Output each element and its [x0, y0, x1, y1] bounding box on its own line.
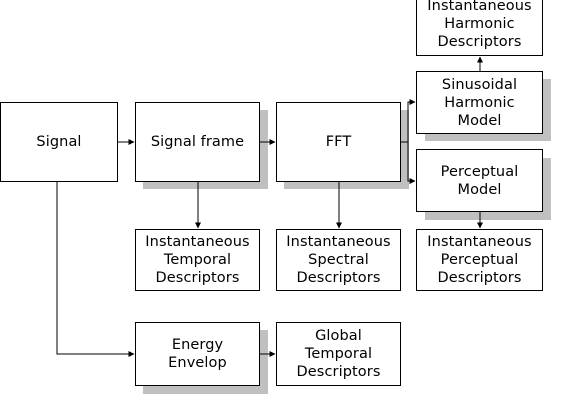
node-label-line: Instantaneous — [145, 234, 250, 250]
instantaneous-perceptual-descriptors-node: Instantaneous Perceptual Descriptors — [416, 229, 543, 291]
node-label-line: Global — [315, 328, 362, 344]
node-label-line: Descriptors — [437, 34, 522, 50]
instantaneous-harmonic-descriptors-node: Instantaneous Harmonic Descriptors — [416, 0, 543, 56]
node-label-line: Descriptors — [155, 270, 240, 286]
node-label-line: Model — [457, 181, 502, 198]
node-label-line: Temporal — [163, 252, 232, 268]
node-label-line: Perceptual — [440, 163, 519, 180]
connector-fft-to-sinusoidal-model — [401, 99, 416, 143]
node-label-line: Perceptual — [440, 252, 519, 268]
node-label-line: Descriptors — [296, 270, 381, 286]
instantaneous-temporal-descriptors-node: Instantaneous Temporal Descriptors — [135, 229, 260, 291]
node-label-line: Temporal — [304, 346, 373, 362]
sinusoidal-harmonic-model-node: Sinusoidal Harmonic Model — [416, 71, 543, 134]
instantaneous-spectral-descriptors-node: Instantaneous Spectral Descriptors — [276, 229, 401, 291]
node-label-line: Instantaneous — [427, 0, 532, 14]
node-label-line: Envelop — [168, 355, 227, 371]
node-label-line: Instantaneous — [286, 234, 391, 250]
node-label-line: Signal frame — [150, 134, 245, 150]
connector-signal-to-energy-envelop — [56, 182, 135, 357]
perceptual-model-node: Perceptual Model — [416, 149, 543, 212]
node-label-line: Signal — [36, 134, 82, 150]
fft-node: FFT — [276, 102, 401, 182]
signal-node: Signal — [0, 102, 118, 182]
energy-envelop-node: Energy Envelop — [135, 322, 260, 386]
node-label-line: Harmonic — [444, 94, 515, 111]
node-label-line: Sinusoidal — [441, 76, 518, 93]
global-temporal-descriptors-node: Global Temporal Descriptors — [276, 322, 401, 386]
node-label-line: Descriptors — [437, 270, 522, 286]
node-label-line: Instantaneous — [427, 234, 532, 250]
connector-fft-to-perceptual-model — [407, 142, 416, 184]
node-label-line: Harmonic — [444, 16, 515, 32]
node-label-line: Energy — [171, 337, 224, 353]
node-label-line: FFT — [325, 134, 352, 150]
node-label-line: Descriptors — [296, 364, 381, 380]
node-label-line: Spectral — [308, 252, 369, 268]
node-label-line: Model — [457, 112, 502, 129]
signal-frame-node: Signal frame — [135, 102, 260, 182]
